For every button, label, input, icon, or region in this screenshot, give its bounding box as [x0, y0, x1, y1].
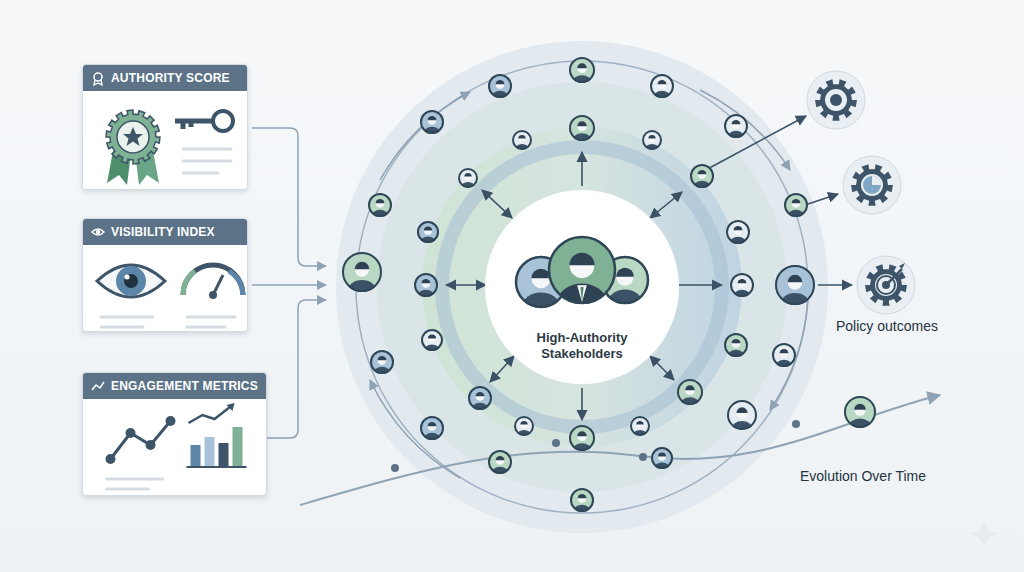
evolution-curve: [300, 395, 940, 505]
flow-arrow: [770, 300, 808, 410]
person-avatar: [690, 164, 714, 194]
timeline-label: Evolution Over Time: [800, 468, 926, 484]
person-avatar: [420, 416, 444, 446]
person-avatar: [569, 57, 595, 90]
person-avatar: [414, 273, 438, 303]
metric-card: VISIBILITY INDEX: [82, 218, 248, 332]
person-avatar: [727, 400, 757, 438]
person-avatar: [650, 74, 674, 104]
inner-band-stroke: [442, 147, 722, 427]
person-avatar: [724, 333, 748, 363]
person-avatar: [370, 350, 394, 380]
person-avatar: [368, 193, 392, 223]
hub-arrows: [446, 152, 722, 420]
output-arrows: [702, 116, 852, 285]
flow-arrow: [700, 90, 790, 170]
gear-icon: [857, 256, 915, 314]
person-avatar: [775, 265, 815, 315]
person-avatar: [514, 416, 534, 441]
person-avatar: [677, 379, 703, 412]
person-avatar: [342, 252, 382, 302]
person-avatar: [730, 273, 754, 303]
card-header: VISIBILITY INDEX: [83, 219, 247, 245]
outcome-label: Policy outcomes: [836, 318, 938, 334]
person-avatar: [772, 343, 796, 373]
person-avatar: [421, 329, 443, 357]
person-avatar: [417, 221, 439, 249]
person-avatar: [651, 447, 673, 475]
person-avatar: [420, 110, 444, 140]
stakeholder-hub: High-Authority Stakeholders: [485, 190, 679, 384]
card-title: VISIBILITY INDEX: [111, 225, 215, 239]
card-illustration: [83, 399, 267, 496]
card-title: ENGAGEMENT METRICS: [111, 379, 258, 393]
gear-icon: [843, 156, 901, 214]
header-icon: [91, 225, 105, 240]
person-avatar: [844, 396, 876, 436]
card-header: ENGAGEMENT METRICS: [83, 373, 266, 399]
person-avatar: [642, 130, 662, 155]
inner-band: [422, 127, 742, 447]
person-avatar: [488, 450, 512, 480]
person-avatar: [724, 114, 748, 144]
person-avatar: [548, 236, 616, 321]
person-avatar: [726, 220, 750, 250]
middle-ring: [377, 82, 787, 492]
card-title: AUTHORITY SCORE: [111, 71, 230, 85]
card-illustration: [83, 245, 248, 332]
person-avatar: [630, 416, 650, 441]
outer-ring: [336, 41, 828, 533]
metric-card: ENGAGEMENT METRICS: [82, 372, 267, 496]
person-avatar: [512, 130, 532, 155]
header-icon: [91, 71, 105, 86]
card-illustration: [83, 91, 248, 190]
person-avatar: [569, 425, 595, 458]
input-arrow: [252, 128, 326, 266]
sparkle-mark: [970, 520, 998, 548]
card-header: AUTHORITY SCORE: [83, 65, 247, 91]
person-avatar: [458, 168, 478, 193]
hub-label: High-Authority Stakeholders: [537, 330, 628, 361]
flow-arrow: [370, 380, 460, 478]
flow-arrow: [380, 92, 470, 180]
metric-card: AUTHORITY SCORE: [82, 64, 248, 190]
person-avatar: [570, 488, 594, 518]
header-icon: [91, 379, 105, 394]
person-avatar: [569, 115, 595, 148]
person-avatar: [468, 386, 492, 416]
input-arrow: [252, 284, 326, 286]
person-avatar: [784, 193, 808, 223]
person-avatar: [488, 74, 512, 104]
gear-icon: [807, 71, 865, 129]
flow-ring: [356, 61, 808, 513]
